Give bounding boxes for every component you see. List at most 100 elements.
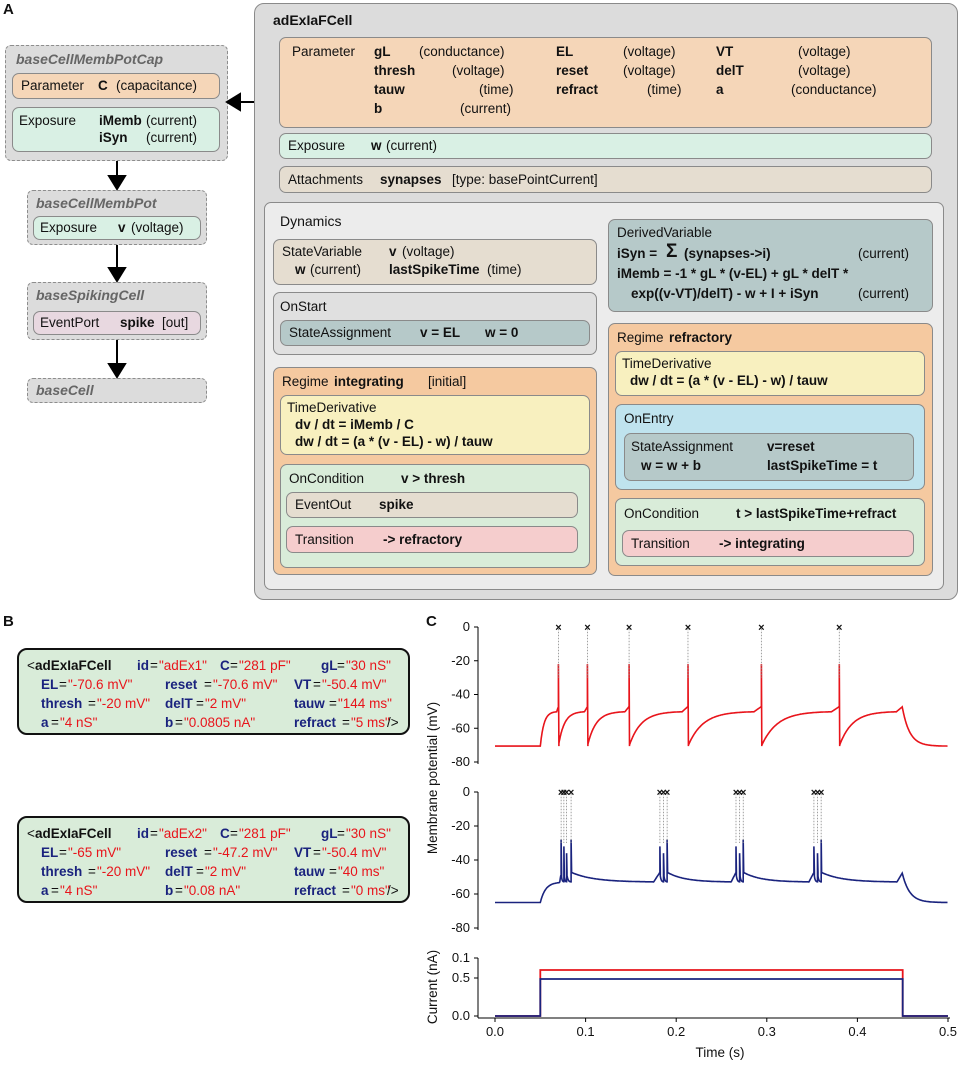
code2-id-key: id [137,826,149,841]
param-thresh-name: thresh [374,63,416,78]
current-y-tick-label-1: 0.5 [452,970,470,985]
code2-tauw-value: "40 ms" [338,864,385,879]
spiking-eventport-keyword: EventPort [40,315,100,330]
state-lastspiketime-type: (time) [487,262,522,277]
x-tick-label-5: 0.5 [939,1024,957,1039]
adex-attachments-box: Attachments synapses [type: basePointCur… [279,166,932,193]
y-tick-label-1-2: -40 [451,852,470,867]
code2-gl-value: "30 nS" [346,826,391,841]
spike-marker-1-1: × [561,787,567,799]
panel-label-a: A [3,1,14,18]
code2-c-key: C [220,826,230,841]
param-el-type: (voltage) [623,44,676,59]
code2-eq: = [59,845,67,860]
adex-exposure-type: (current) [386,138,438,153]
code1-a-key: a [41,715,49,730]
code2-a-value: "4 nS" [60,883,98,898]
refr-oncondition-keyword: OnCondition [624,506,700,521]
code1-el-key: EL [41,677,59,692]
eventout-name: spike [379,497,414,512]
regime-integrating-tag: [initial] [428,374,467,389]
spiking-eventport-box: EventPort spike [out] [33,311,201,335]
code2-delt-value: "2 mV" [205,864,247,879]
code1-eq: = [175,715,183,730]
code2-eq: = [51,883,59,898]
code1-eq: = [196,696,204,711]
y-tick-label-1-4: -80 [451,920,470,935]
code2-b-key: b [165,883,174,898]
adex-cell-box: adExIaFCell Parameter gL (conductance) E… [254,3,958,600]
code2-eq: = [175,883,183,898]
hierarchy-arrows [107,92,255,379]
param-delt-name: delT [716,63,744,78]
adex-parameter-box: Parameter gL (conductance) EL (voltage) … [279,37,932,128]
spike-marker-1-11: × [814,787,820,799]
code1-eq: = [313,677,321,692]
code2-refract-value: "0 ms" [351,883,390,898]
code2-thresh-value: "-20 mV" [97,864,151,879]
imemb-line1: iMemb = -1 * gL * (v-EL) + gL * delT * [617,266,849,281]
code1-delt-value: "2 mV" [205,696,247,711]
code2-eq: = [337,826,345,841]
code1-el-value: "-70.6 mV" [68,677,133,692]
spike-marker-1-8: × [736,787,742,799]
cap-parameter-name: C [98,78,108,93]
code2-a-key: a [41,883,49,898]
onstart-box: OnStart StateAssignment v = EL w = 0 [273,292,597,355]
pot-exposure-keyword: Exposure [40,220,98,235]
param-gl-name: gL [374,44,391,59]
cap-exposure-imemb: iMemb [99,113,142,128]
code2-eq: = [88,864,96,879]
refr-dw-equation: dw / dt = (a * (v - EL) - w) / tauw [630,373,828,388]
code1-eq: = [150,658,158,673]
code1-eq: = [230,658,238,673]
spike-marker-1-5: × [660,787,666,799]
pot-exposure-name: v [118,220,126,235]
code2-id-value: "adEx2" [159,826,207,841]
onstart-v-assignment: v = EL [420,325,461,340]
cap-exposure-imemb-type: (current) [146,113,198,128]
param-refract-name: refract [556,82,599,97]
code1-b-key: b [165,715,174,730]
code1-eq: = [337,658,345,673]
membrane-ylabel: Membrane potential (mV) [425,702,440,854]
code1-id-value: "adEx1" [159,658,207,673]
code2-b-value: "0.08 nA" [184,883,241,898]
spiking-eventport-type: [out] [162,315,189,330]
spiking-eventport-name: spike [120,315,155,330]
eventout-keyword: EventOut [295,497,352,512]
current-trace-1 [495,978,948,1017]
x-tick-label-0: 0.0 [486,1024,504,1039]
dynamics-box: Dynamics StateVariable v (voltage) w (cu… [264,202,944,590]
code1-id-key: id [137,658,149,673]
param-tauw-name: tauw [374,82,405,97]
base-cell-memb-pot-cap-box: baseCellMembPotCap Parameter C (capacita… [5,45,228,161]
base-cell-memb-pot-box: baseCellMembPot Exposure v (voltage) [27,190,207,245]
isyn-rhs: (synapses->i) [684,246,771,261]
cap-parameter-box: Parameter C (capacitance) [12,73,220,99]
current-ylabel: Current (nA) [425,950,440,1024]
regime-integrating-box: Regime integrating [initial] TimeDerivat… [273,367,597,575]
base-cell-memb-pot-cap-title: baseCellMembPotCap [16,51,164,67]
onstart-assignment-keyword: StateAssignment [289,325,392,340]
code1-delt-key: delT [165,696,193,711]
code1-vt-key: VT [294,677,312,692]
regime-refractory-name: refractory [669,330,733,345]
integ-transition-target: -> refractory [383,532,463,547]
integ-transition-keyword: Transition [295,532,354,547]
code2-gl-key: gL [321,826,338,841]
param-a-type: (conductance) [791,82,877,97]
integ-dw-equation: dw / dt = (a * (v - EL) - w) / tauw [295,434,493,449]
y-tick-label-0-3: -60 [451,720,470,735]
code1-tauw-value: "144 ms" [338,696,392,711]
code2-close: /> [387,883,399,898]
code2-eq: = [230,826,238,841]
spike-marker-0-4: × [758,622,764,634]
spike-marker-1-7: × [733,787,739,799]
y-tick-label-0-2: -40 [451,687,470,702]
code2-open: < [27,826,35,841]
onentry-v-assignment: v=reset [767,439,815,454]
current-trace-0 [495,969,948,1017]
code2-tauw-key: tauw [294,864,325,879]
